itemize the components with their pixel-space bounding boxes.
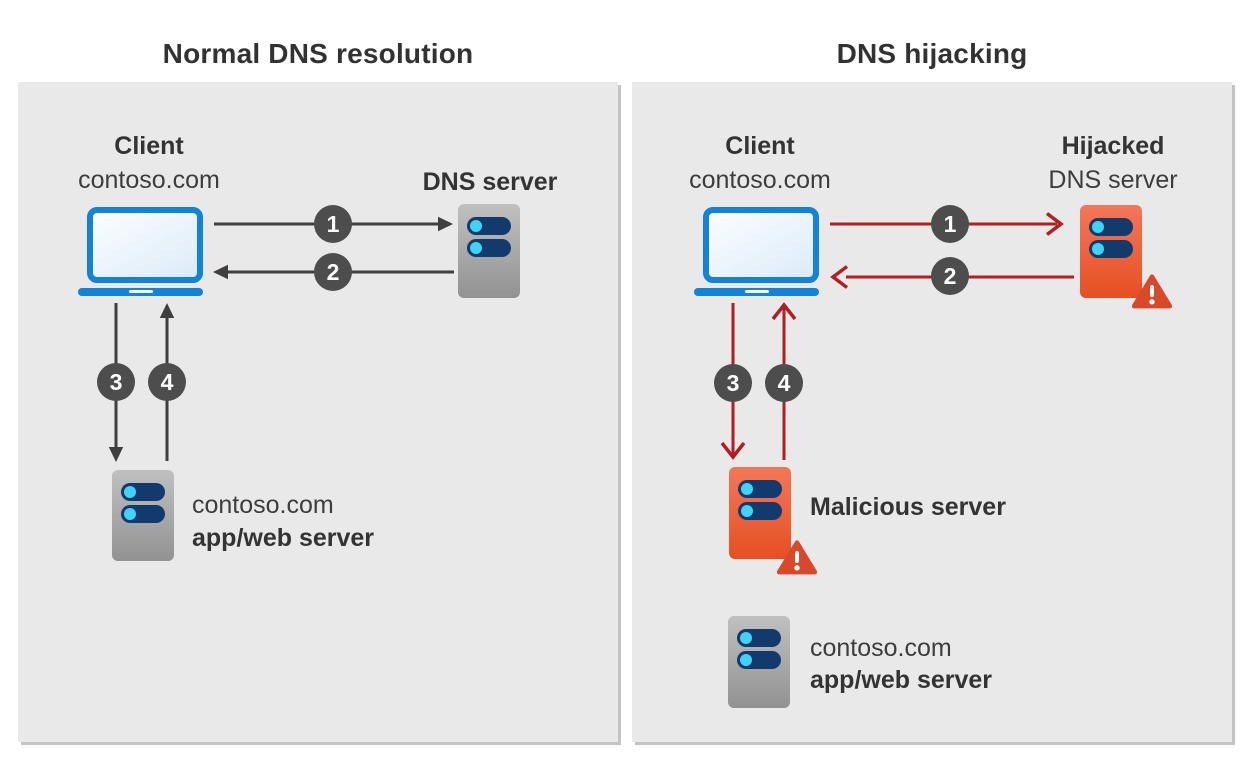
- server-slot: [121, 483, 165, 501]
- server-slot: [121, 505, 165, 523]
- app-server-name: app/web server: [810, 666, 993, 694]
- laptop-base: [78, 288, 203, 296]
- title-dns-hijacking: DNS hijacking: [836, 38, 1028, 69]
- client-name: Client: [114, 132, 184, 160]
- server-led: [741, 505, 753, 517]
- server-slot: [738, 502, 782, 520]
- app-server-domain: contoso.com: [810, 634, 952, 662]
- step-badge-4: 4: [148, 363, 186, 401]
- client-label: Client contoso.com: [39, 129, 259, 197]
- laptop-screen: [703, 207, 819, 283]
- hijacked-dns-server-icon: [1080, 205, 1142, 298]
- step-badge-1: 1: [314, 205, 352, 243]
- server-led: [741, 483, 753, 495]
- app-web-server-icon: [112, 470, 174, 561]
- server-led: [470, 242, 482, 254]
- hijacked-dns-server-label: Hijacked DNS server: [1013, 129, 1213, 197]
- malicious-server-icon: [729, 467, 791, 559]
- panel-dns-hijacking: Client contoso.com Hijacked DNS server 1…: [632, 82, 1232, 742]
- app-server-domain: contoso.com: [192, 491, 334, 519]
- app-server-name: app/web server: [192, 524, 375, 552]
- server-led: [470, 220, 482, 232]
- panel-normal-dns: Client contoso.com DNS server 1 2 3 4 co: [18, 82, 618, 742]
- step-badge-4: 4: [765, 364, 803, 402]
- dns-server-label-line1: DNS server: [422, 168, 558, 196]
- client-domain: contoso.com: [78, 166, 220, 194]
- step-badge-2: 2: [314, 253, 352, 291]
- client-domain: contoso.com: [689, 166, 831, 194]
- step-badge-1: 1: [931, 205, 969, 243]
- server-slot: [737, 629, 781, 647]
- laptop-base: [694, 288, 819, 296]
- dns-server-label: DNS server: [390, 165, 590, 199]
- server-led: [1092, 221, 1104, 233]
- client-label: Client contoso.com: [650, 129, 870, 197]
- step-badge-2: 2: [931, 257, 969, 295]
- server-led: [740, 632, 752, 644]
- dns-server-icon: [458, 204, 520, 298]
- server-led: [124, 486, 136, 498]
- step-badge-3: 3: [714, 364, 752, 402]
- server-led: [740, 654, 752, 666]
- client-name: Client: [725, 132, 795, 160]
- hijacked-label-line1: Hijacked: [1061, 132, 1165, 160]
- server-slot: [1089, 218, 1133, 236]
- server-led: [124, 508, 136, 520]
- warning-triangle-icon: [777, 540, 817, 575]
- app-web-server-label: contoso.com app/web server: [192, 489, 492, 555]
- step-badge-3: 3: [97, 363, 135, 401]
- title-normal-dns-resolution: Normal DNS resolution: [162, 38, 474, 69]
- server-slot: [467, 239, 511, 257]
- laptop-screen: [87, 207, 203, 283]
- server-slot: [738, 480, 782, 498]
- malicious-server-label: Malicious server: [810, 493, 1006, 521]
- laptop-notch: [744, 290, 769, 293]
- app-web-server-label: contoso.com app/web server: [810, 632, 1110, 696]
- app-web-server-icon: [728, 616, 790, 708]
- server-slot: [737, 651, 781, 669]
- laptop-notch: [128, 290, 153, 293]
- hijacked-label-line2: DNS server: [1048, 166, 1178, 194]
- server-led: [1092, 243, 1104, 255]
- server-slot: [467, 217, 511, 235]
- server-slot: [1089, 240, 1133, 258]
- warning-triangle-icon: [1132, 274, 1172, 309]
